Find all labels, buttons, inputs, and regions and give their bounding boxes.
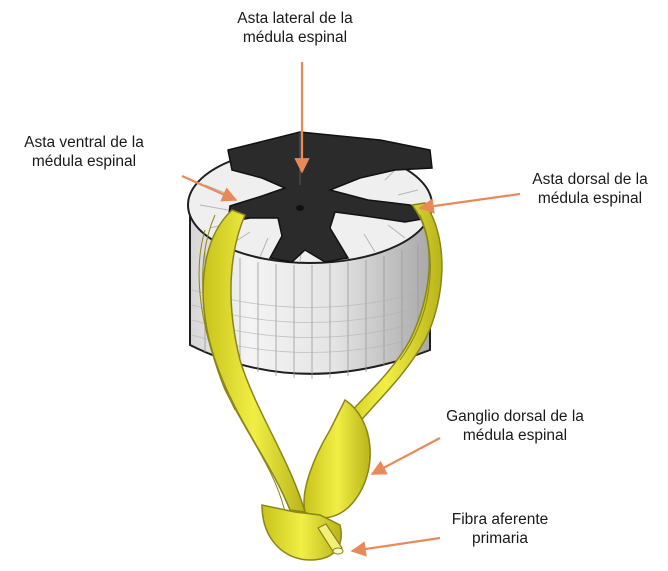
label-fibra-aferente: Fibra aferente primaria	[430, 510, 570, 548]
label-asta-lateral-line1: Asta lateral de la	[210, 9, 380, 28]
label-asta-dorsal: Asta dorsal de la médula espinal	[515, 170, 665, 208]
label-asta-ventral-line1: Asta ventral de la	[0, 133, 168, 152]
label-fibra-aferente-line2: primaria	[430, 529, 570, 548]
label-asta-dorsal-line2: médula espinal	[515, 189, 665, 208]
label-asta-lateral: Asta lateral de la médula espinal	[210, 9, 380, 47]
label-asta-lateral-line2: médula espinal	[210, 28, 380, 47]
label-asta-ventral: Asta ventral de la médula espinal	[0, 133, 168, 171]
arrow-dorsal	[420, 194, 520, 208]
label-asta-dorsal-line1: Asta dorsal de la	[515, 170, 665, 189]
label-asta-ventral-line2: médula espinal	[0, 152, 168, 171]
label-fibra-aferente-line1: Fibra aferente	[430, 510, 570, 529]
label-ganglio-dorsal-line1: Ganglio dorsal de la	[425, 407, 605, 426]
label-ganglio-dorsal: Ganglio dorsal de la médula espinal	[425, 407, 605, 445]
label-ganglio-dorsal-line2: médula espinal	[425, 426, 605, 445]
arrow-fibra	[352, 538, 440, 551]
